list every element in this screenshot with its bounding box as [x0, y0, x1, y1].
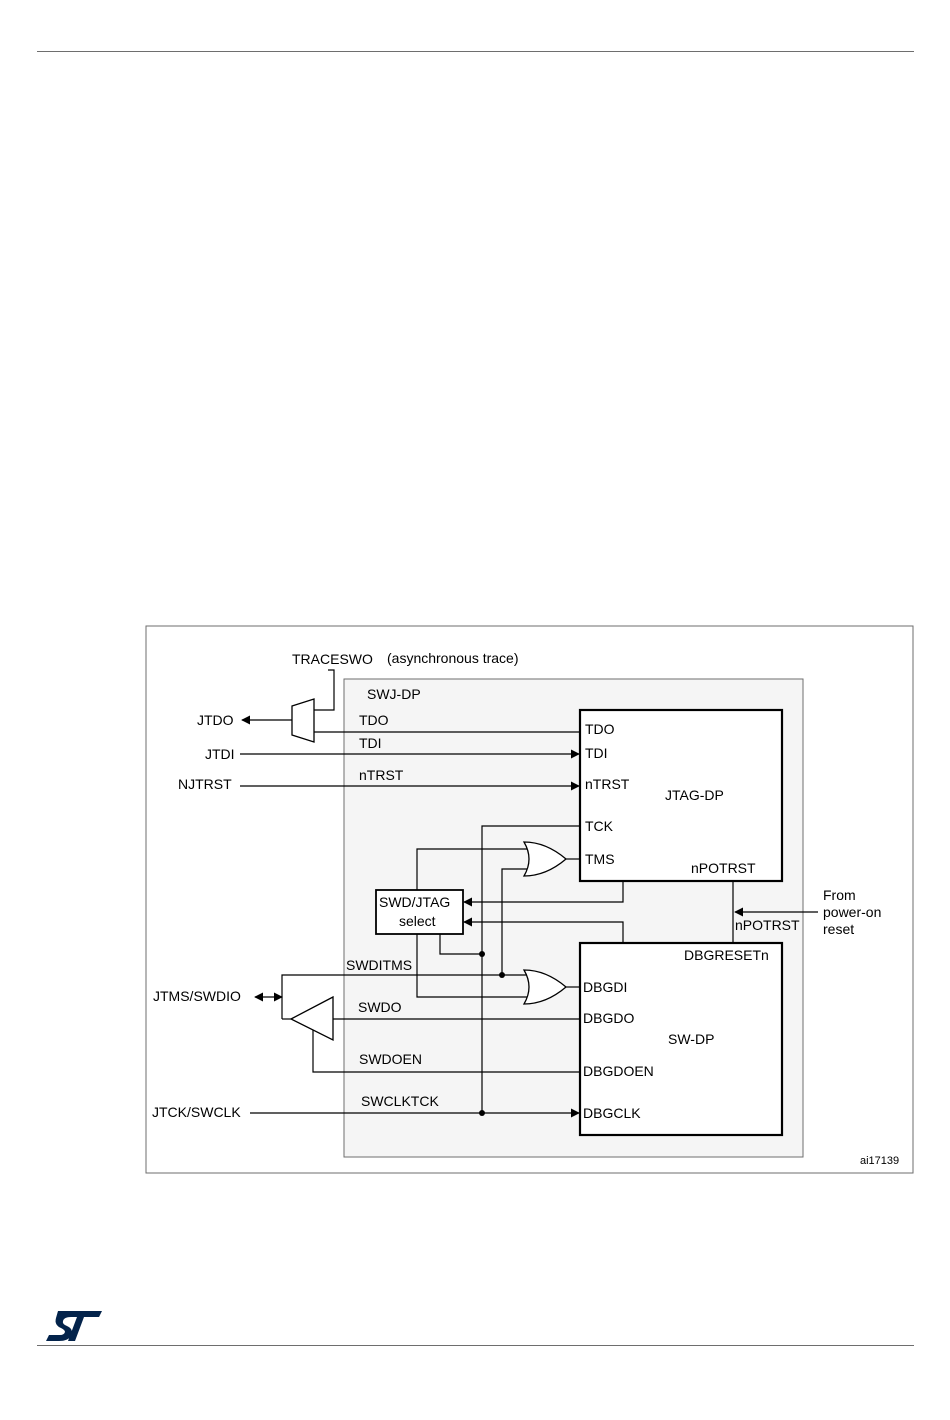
power-on-line1: From [823, 887, 856, 903]
swclktck-signal-label: SWCLKTCK [361, 1093, 439, 1109]
jtag-tck-port: TCK [585, 818, 614, 834]
jtag-ntrst-port: nTRST [585, 776, 630, 792]
traceswo-mux [292, 699, 314, 742]
npotrst-mid-label: nPOTRST [735, 917, 800, 933]
jtag-dp-title: JTAG-DP [665, 787, 724, 803]
select-block-line1: SWD/JTAG [379, 894, 450, 910]
swditms-signal-label: SWDITMS [346, 957, 412, 973]
ntrst-signal-label: nTRST [359, 767, 404, 783]
jtag-npotrst-port: nPOTRST [691, 860, 756, 876]
sw-dbgdo-port: DBGDO [583, 1010, 634, 1026]
jtdi-pin-label: JTDI [205, 746, 235, 762]
st-logo [44, 1309, 104, 1343]
power-on-line2: power-on [823, 904, 881, 920]
async-trace-label: (asynchronous trace) [387, 650, 519, 666]
junction-dot [479, 1110, 485, 1116]
jtag-tdo-port: TDO [585, 721, 615, 737]
swj-dp-label: SWJ-DP [367, 686, 421, 702]
jtag-tms-port: TMS [585, 851, 615, 867]
sw-dbgclk-port: DBGCLK [583, 1105, 641, 1121]
jtck-swclk-pin-label: JTCK/SWCLK [152, 1104, 241, 1120]
sw-dbgreset-port: DBGRESETn [684, 947, 769, 963]
power-on-line3: reset [823, 921, 854, 937]
sw-dp-title: SW-DP [668, 1031, 714, 1047]
jtag-tdi-port: TDI [585, 745, 608, 761]
sw-dbgdi-port: DBGDI [583, 979, 627, 995]
njtrst-pin-label: NJTRST [178, 776, 232, 792]
junction-dot [499, 972, 505, 978]
tdi-signal-label: TDI [359, 735, 382, 751]
sw-dbgdoen-port: DBGDOEN [583, 1063, 654, 1079]
swdoen-signal-label: SWDOEN [359, 1051, 422, 1067]
jtdo-pin-label: JTDO [197, 712, 234, 728]
swdo-signal-label: SWDO [358, 999, 402, 1015]
traceswo-label: TRACESWO [292, 651, 373, 667]
jtms-swdio-pin-label: JTMS/SWDIO [153, 988, 241, 1004]
tdo-signal-label: TDO [359, 712, 389, 728]
figure-id-label: ai17139 [860, 1155, 899, 1167]
select-block-line2: select [399, 913, 436, 929]
junction-dot [479, 951, 485, 957]
